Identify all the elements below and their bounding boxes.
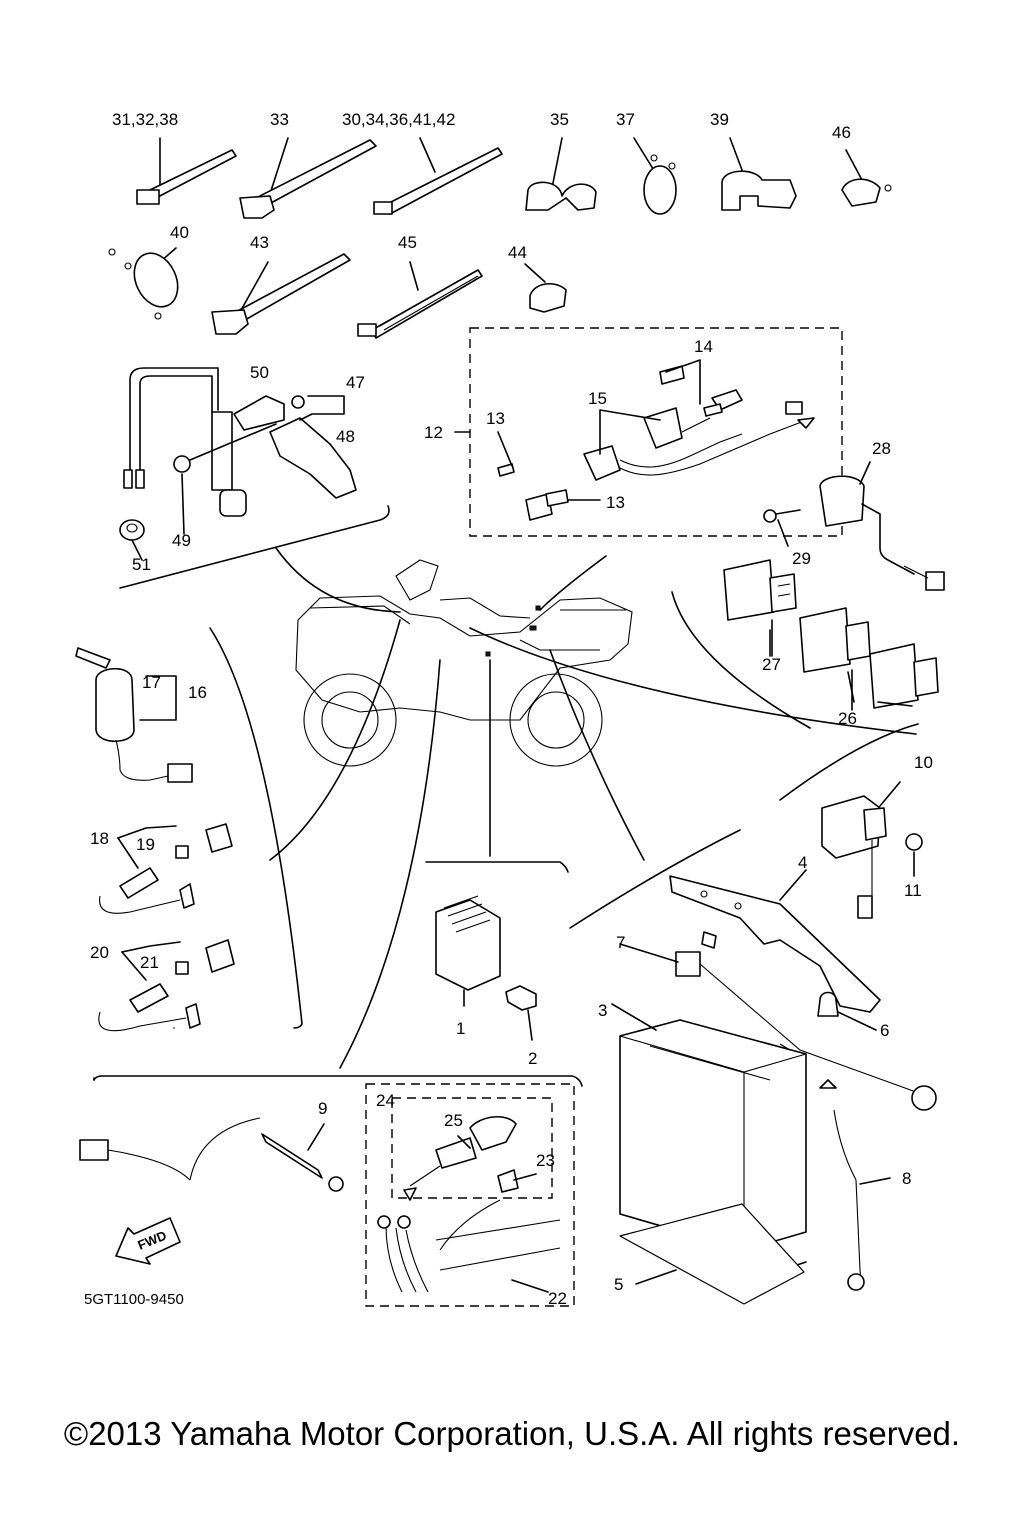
- callout-26: 26: [838, 709, 857, 728]
- section-line-relay: [119, 505, 390, 589]
- callout-20: 20: [90, 943, 109, 962]
- callout-2: 2: [528, 1049, 537, 1068]
- battery-3: [619, 931, 937, 1305]
- flasher-10: [821, 781, 923, 919]
- callout-39: 39: [710, 110, 729, 129]
- relay-26b: [869, 643, 939, 709]
- drawing-code: 5GT1100-9450: [84, 1291, 184, 1308]
- callout-16: 16: [188, 683, 207, 702]
- callout-17: 17: [142, 673, 161, 692]
- callout-48: 48: [336, 427, 355, 446]
- fwd-arrow-icon: FWD: [115, 1217, 181, 1265]
- leader-9: [339, 659, 441, 1069]
- callout-14: 14: [694, 337, 713, 356]
- callout-22: 22: [548, 1289, 567, 1308]
- callout-40: 40: [170, 223, 189, 242]
- callout-25: 25: [444, 1111, 463, 1130]
- relay-26a: [799, 607, 871, 673]
- socket-18: [99, 823, 233, 914]
- atv-illustration: [295, 559, 633, 767]
- callout-21: 21: [140, 953, 159, 972]
- leader-16: [269, 619, 401, 861]
- socket-20: [98, 939, 235, 1032]
- section-battery: [569, 829, 741, 929]
- callout-18: 18: [90, 829, 109, 848]
- callout-45: 45: [398, 233, 417, 252]
- cable-tie-31-32-38: [136, 137, 237, 205]
- clip-46: [841, 149, 892, 207]
- callout-13a: 13: [486, 409, 505, 428]
- cable-tie-30-34-36-41-42: [373, 137, 503, 215]
- callout-7: 7: [616, 933, 625, 952]
- copyright-notice: ©2013 Yamaha Motor Corporation, U.S.A. A…: [63, 1415, 961, 1452]
- section-left: [209, 627, 303, 1029]
- callout-44: 44: [508, 243, 527, 262]
- callout-46: 46: [832, 123, 851, 142]
- callout-19: 19: [136, 835, 155, 854]
- regulator-1: [435, 895, 537, 1041]
- callout-35: 35: [550, 110, 569, 129]
- callout-50: 50: [250, 363, 269, 382]
- callout-31-32-38: 31,32,38: [112, 110, 178, 129]
- callout-43: 43: [250, 233, 269, 252]
- callout-3: 3: [598, 1001, 607, 1020]
- sub-harness-22: [365, 1083, 575, 1307]
- section-regulator: [425, 861, 569, 873]
- callout-labels: 31,32,38 33 30,34,36,41,42 35 37 39 46 4…: [84, 110, 933, 1308]
- callout-51: 51: [132, 555, 151, 574]
- leader-10: [469, 627, 917, 735]
- callout-13b: 13: [606, 493, 625, 512]
- callout-15: 15: [588, 389, 607, 408]
- callout-9: 9: [318, 1099, 327, 1118]
- callout-8: 8: [902, 1169, 911, 1188]
- clamp-35: [525, 137, 597, 211]
- callout-33: 33: [270, 110, 289, 129]
- callout-47: 47: [346, 373, 365, 392]
- grommet-40: [108, 247, 179, 320]
- main-switch-16: [75, 647, 193, 783]
- battery-band-4: [669, 869, 881, 1017]
- callout-11: 11: [904, 881, 922, 900]
- section-10: [779, 723, 919, 801]
- relay-bracket-assembly: [119, 367, 357, 541]
- callout-49: 49: [172, 531, 191, 550]
- section-line-relays: [671, 591, 811, 729]
- leader-relay: [275, 547, 401, 613]
- callout-28: 28: [872, 439, 891, 458]
- relay-28: [763, 475, 945, 591]
- callout-29: 29: [792, 549, 811, 568]
- clip-44: [524, 263, 567, 313]
- cable-tie-43: [211, 253, 351, 335]
- section-bottom-left: [93, 1075, 583, 1087]
- callout-4: 4: [798, 853, 807, 872]
- callout-6: 6: [880, 1021, 889, 1040]
- cable-tie-33: [239, 137, 377, 219]
- relay-27: [723, 559, 797, 621]
- callout-12: 12: [424, 423, 443, 442]
- clamp-39: [721, 137, 797, 211]
- callout-37: 37: [616, 110, 635, 129]
- grommet-37: [633, 137, 677, 215]
- callout-leaders: [131, 359, 891, 1285]
- callout-24: 24: [376, 1091, 395, 1110]
- leader-fusebox: [539, 555, 607, 611]
- callout-1: 1: [456, 1019, 465, 1038]
- leader-battery: [549, 649, 645, 861]
- cable-tie-45: [357, 261, 483, 339]
- callout-10: 10: [914, 753, 933, 772]
- fuse-box-group: [454, 327, 843, 537]
- callout-30-34-36-41-42: 30,34,36,41,42: [342, 110, 455, 129]
- callout-23: 23: [536, 1151, 555, 1170]
- callout-27: 27: [762, 655, 781, 674]
- lead-wire-9: [79, 1077, 344, 1192]
- callout-5: 5: [614, 1275, 623, 1294]
